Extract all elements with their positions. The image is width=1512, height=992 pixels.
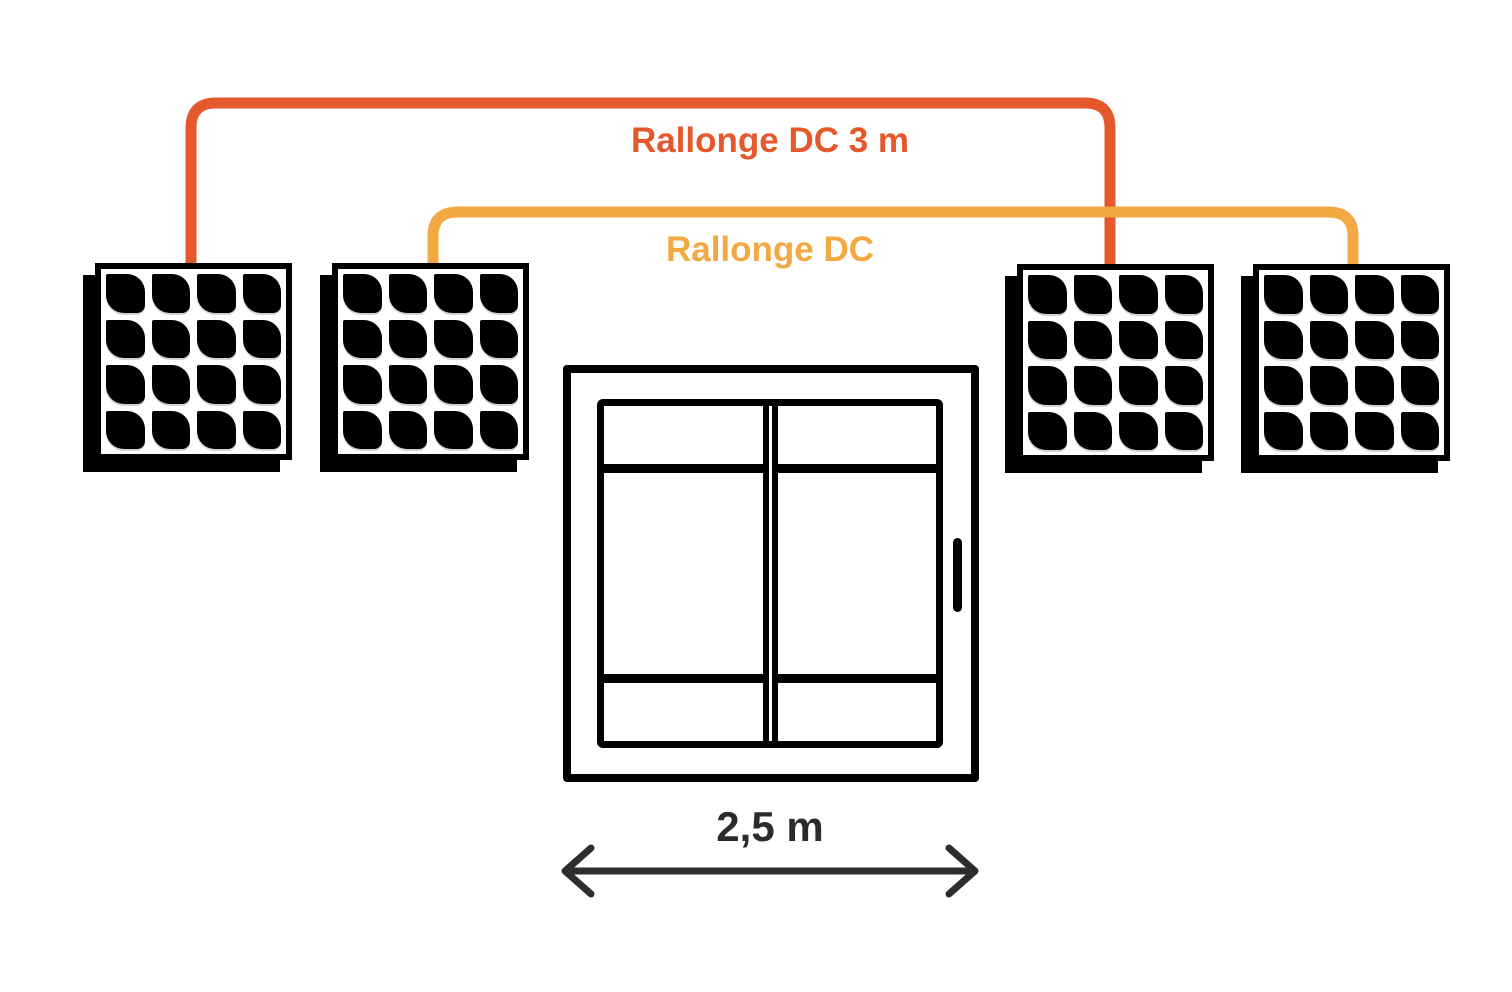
solar-panel-face <box>332 263 529 460</box>
solar-cell <box>1073 366 1112 405</box>
solar-cell <box>1028 320 1067 359</box>
solar-cell <box>479 319 518 358</box>
solar-cell <box>343 274 382 313</box>
solar-cell <box>1309 320 1348 359</box>
window-pane <box>777 406 936 473</box>
cable-label-yellow: Rallonge DC <box>665 230 875 269</box>
solar-cell <box>197 410 236 449</box>
solar-cell <box>1073 411 1112 450</box>
solar-cell <box>242 410 281 449</box>
solar-panel-face <box>1017 264 1214 461</box>
solar-panel-4 <box>1253 264 1450 461</box>
solar-cell <box>1073 320 1112 359</box>
solar-cell <box>1400 320 1439 359</box>
solar-cell <box>197 319 236 358</box>
dimension-arrow <box>561 844 979 898</box>
solar-cell <box>106 365 145 404</box>
solar-cell-grid <box>106 274 281 449</box>
solar-cell <box>242 365 281 404</box>
solar-cell <box>1073 275 1112 314</box>
solar-cell <box>1355 411 1394 450</box>
solar-cell <box>388 410 427 449</box>
solar-cell <box>1028 275 1067 314</box>
solar-cell <box>1164 320 1203 359</box>
solar-cell <box>1028 366 1067 405</box>
solar-cell-grid <box>343 274 518 449</box>
solar-cell <box>1119 320 1158 359</box>
solar-panel-face <box>95 263 292 460</box>
solar-cell <box>343 319 382 358</box>
solar-cell <box>1309 411 1348 450</box>
solar-cell <box>388 274 427 313</box>
solar-cell <box>479 365 518 404</box>
solar-cell <box>1355 366 1394 405</box>
solar-cell <box>434 274 473 313</box>
solar-cell <box>1164 411 1203 450</box>
solar-cell <box>151 365 190 404</box>
dc-cable-yellow <box>427 206 1359 272</box>
solar-cell <box>1264 320 1303 359</box>
solar-cell <box>151 319 190 358</box>
solar-panel-2 <box>332 263 529 460</box>
solar-cell <box>106 274 145 313</box>
window-sash-left <box>604 406 769 741</box>
solar-panel-3 <box>1017 264 1214 461</box>
solar-cell <box>1400 366 1439 405</box>
solar-cell <box>1264 366 1303 405</box>
solar-cell <box>1309 275 1348 314</box>
solar-cell <box>151 274 190 313</box>
solar-cell <box>1400 275 1439 314</box>
solar-cell <box>1028 411 1067 450</box>
solar-cell-grid <box>1264 275 1439 450</box>
solar-cell <box>479 274 518 313</box>
window-handle <box>953 538 962 612</box>
solar-cell <box>1264 411 1303 450</box>
window-pane <box>604 683 763 741</box>
window-pane <box>778 683 937 741</box>
solar-cell <box>242 274 281 313</box>
solar-panel-face <box>1253 264 1450 461</box>
solar-panel-1 <box>95 263 292 460</box>
solar-cell <box>106 410 145 449</box>
window-pane <box>604 473 763 683</box>
solar-cell <box>1264 275 1303 314</box>
solar-cell <box>106 319 145 358</box>
window-sash-right <box>771 406 937 741</box>
solar-cell <box>1355 320 1394 359</box>
solar-cell <box>1119 275 1158 314</box>
dc-cable-orange <box>185 97 1116 272</box>
solar-cell <box>434 365 473 404</box>
solar-cell <box>388 319 427 358</box>
solar-cell <box>197 365 236 404</box>
solar-cell <box>343 410 382 449</box>
solar-cell <box>479 410 518 449</box>
solar-cell <box>1164 366 1203 405</box>
solar-cell <box>388 365 427 404</box>
solar-cell <box>242 319 281 358</box>
solar-cell <box>343 365 382 404</box>
solar-cell <box>1164 275 1203 314</box>
solar-cell <box>1119 411 1158 450</box>
solar-cell <box>1400 411 1439 450</box>
dimension-label: 2,5 m <box>716 803 824 850</box>
window-pane <box>604 406 763 473</box>
solar-cell-grid <box>1028 275 1203 450</box>
solar-cell <box>151 410 190 449</box>
solar-cell <box>1309 366 1348 405</box>
window-inner-frame <box>597 399 943 748</box>
solar-cell <box>1119 366 1158 405</box>
solar-cell <box>1355 275 1394 314</box>
cable-label-orange: Rallonge DC 3 m <box>630 121 910 160</box>
solar-cell <box>434 319 473 358</box>
window-pane <box>777 473 936 683</box>
solar-cell <box>434 410 473 449</box>
solar-cell <box>197 274 236 313</box>
